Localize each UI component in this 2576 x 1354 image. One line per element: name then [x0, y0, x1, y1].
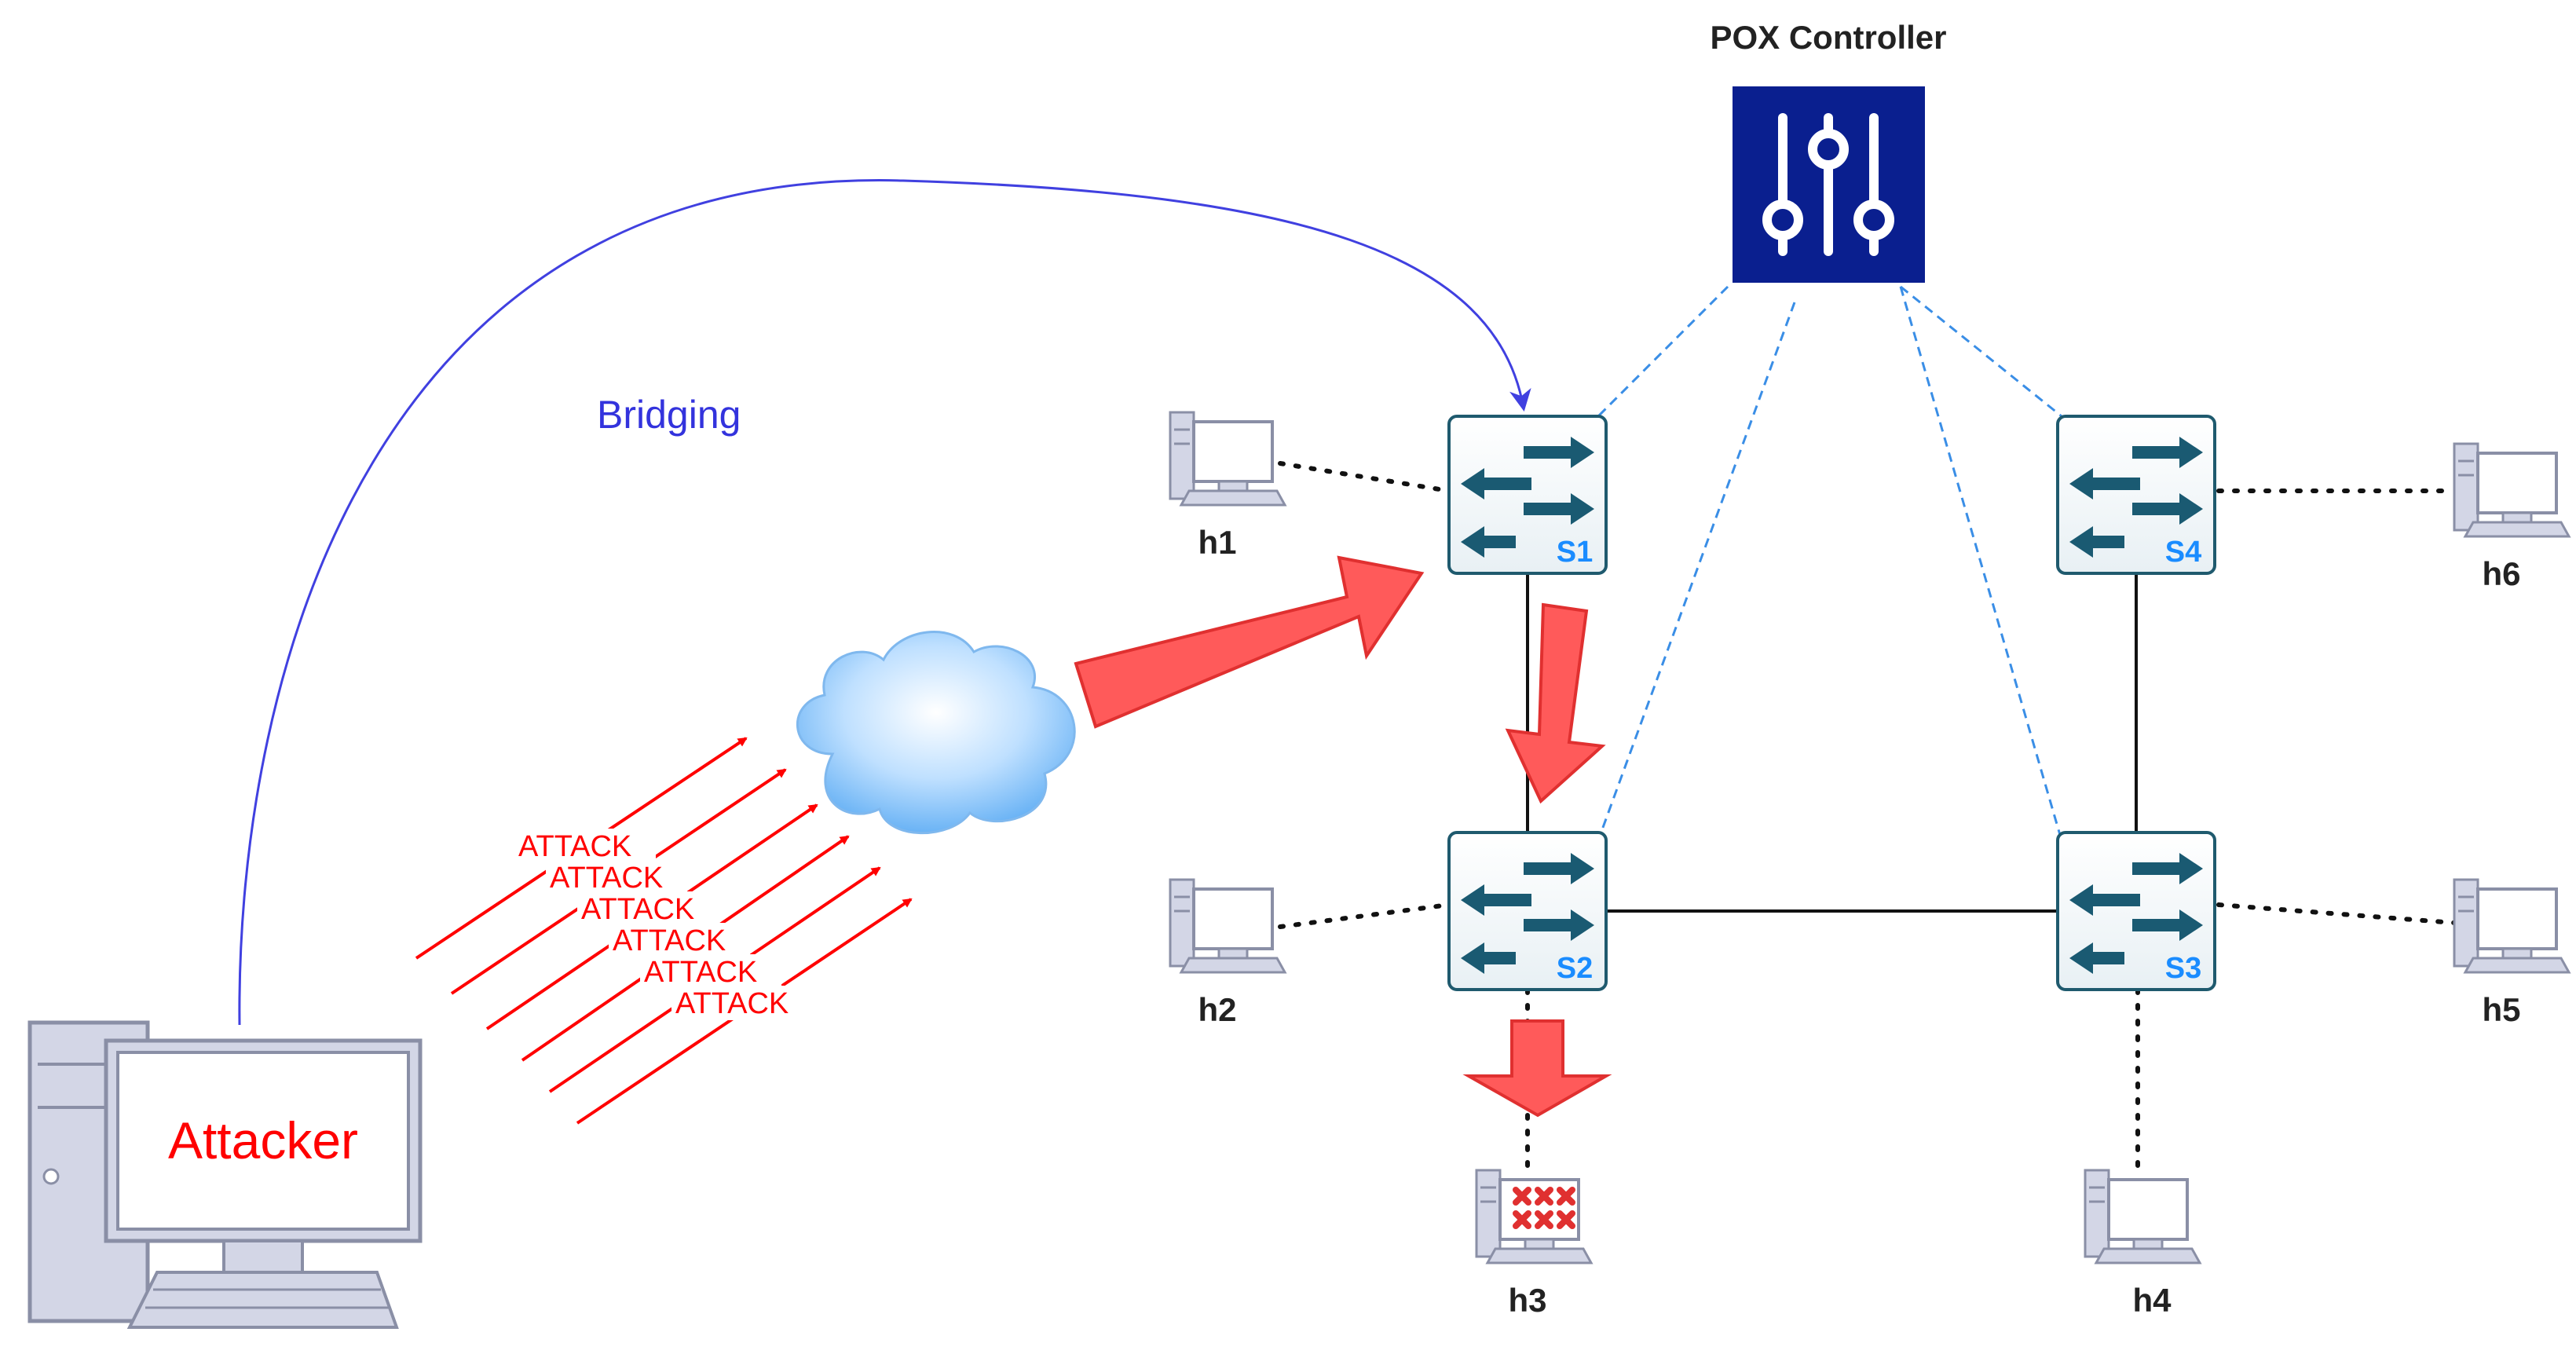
controller-links — [1597, 285, 2063, 841]
switch-links — [1526, 573, 2138, 913]
attacker-screen — [116, 1051, 410, 1231]
attack-flow-arrows — [1074, 555, 1612, 1118]
attacker-stand — [222, 1239, 304, 1274]
host-h3-label: h3 — [1508, 1282, 1546, 1319]
switch-s1[interactable]: S1 — [1447, 415, 1608, 575]
bridging-curve — [238, 179, 1531, 1026]
computer-icon — [2453, 878, 2571, 974]
controller-label: POX Controller — [1710, 19, 1946, 56]
host-h4-label: h4 — [2132, 1282, 2172, 1319]
internet-cloud-icon — [796, 631, 1076, 835]
host-h5-label: h5 — [2482, 991, 2520, 1028]
switch-s2-label: S2 — [1557, 952, 1593, 985]
attack-label: ATTACK — [550, 862, 663, 895]
bridging-link: Bridging — [238, 179, 1531, 1026]
switch-s2[interactable]: S2 — [1447, 831, 1608, 991]
attack-label: ATTACK — [644, 956, 757, 989]
switch-s3-label: S3 — [2165, 952, 2201, 985]
pox-controller[interactable]: POX Controller — [1710, 19, 1947, 283]
link-s3-h5 — [2216, 902, 2457, 925]
flow-arrow-s1-to-s2 — [1505, 602, 1606, 804]
computer-icon — [1169, 411, 1286, 507]
switch-s4-label: S4 — [2165, 536, 2201, 569]
attack-label: ATTACK — [675, 987, 789, 1020]
sliders-icon — [1762, 113, 1894, 256]
computer-icon — [1475, 1169, 1593, 1264]
host-h3[interactable]: h3 — [1475, 1169, 1593, 1319]
link-h1-s1 — [1278, 461, 1451, 493]
bridging-label: Bridging — [597, 393, 741, 437]
keyboard-icon — [126, 1271, 399, 1329]
attack-label: ATTACK — [518, 830, 631, 863]
host-h5[interactable]: h5 — [2453, 878, 2571, 1028]
flow-arrow-s2-to-h3 — [1462, 1019, 1612, 1118]
computer-icon — [1169, 878, 1286, 974]
host-h1[interactable]: h1 — [1169, 411, 1286, 561]
attack-labels: ATTACK ATTACK ATTACK ATTACK ATTACK ATTAC… — [514, 829, 813, 1020]
flow-arrow-cloud-to-s1 — [1074, 555, 1425, 729]
computer-icon — [2084, 1169, 2201, 1264]
link-controller-s1 — [1597, 285, 1729, 418]
link-h2-s2 — [1278, 902, 1451, 929]
attack-label: ATTACK — [613, 924, 726, 957]
link-controller-s2 — [1597, 302, 1796, 841]
host-h4[interactable]: h4 — [2084, 1169, 2201, 1319]
link-controller-s4 — [1900, 285, 2062, 418]
attack-label: ATTACK — [581, 893, 694, 926]
switch-s4[interactable]: S4 — [2056, 415, 2216, 575]
link-controller-s3 — [1899, 286, 2063, 841]
switch-s1-label: S1 — [1557, 536, 1593, 569]
infected-x-icon — [1513, 1187, 1575, 1229]
host-h2[interactable]: h2 — [1169, 878, 1286, 1028]
host-h6[interactable]: h6 — [2453, 442, 2571, 592]
computer-icon — [2453, 442, 2571, 538]
host-h6-label: h6 — [2482, 555, 2520, 592]
switch-s3[interactable]: S3 — [2056, 831, 2216, 991]
attacker-label: Attacker — [168, 1111, 358, 1169]
attacker-computer[interactable]: Attacker — [27, 1020, 423, 1329]
host-h1-label: h1 — [1198, 524, 1236, 561]
host-h2-label: h2 — [1198, 991, 1236, 1028]
